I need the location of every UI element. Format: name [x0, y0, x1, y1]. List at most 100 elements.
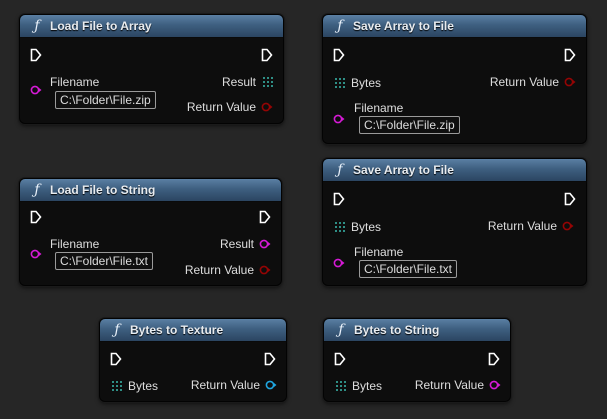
node-title: Bytes to String — [354, 323, 440, 337]
bytes-input-pin[interactable]: Bytes — [335, 220, 381, 234]
exec-in-pin[interactable] — [333, 192, 345, 206]
filename-input-pin[interactable] — [333, 114, 345, 124]
node-header[interactable]: ƒ Save Array to File — [323, 15, 586, 38]
exec-out-pin[interactable] — [261, 48, 273, 62]
function-icon: ƒ — [34, 182, 40, 198]
function-icon: ƒ — [114, 322, 120, 338]
exec-in-icon — [30, 48, 42, 62]
bytes-label: Bytes — [351, 76, 382, 90]
filename-field[interactable]: C:\Folder\File.zip — [359, 116, 460, 134]
exec-in-pin[interactable] — [30, 210, 42, 224]
filename-label: Filename — [50, 237, 100, 251]
filename-label: Filename — [354, 101, 404, 115]
exec-in-icon — [334, 352, 346, 366]
filename-input-pin[interactable] — [30, 249, 42, 259]
byte-array-pin-icon — [112, 381, 122, 391]
string-pin-icon — [30, 249, 42, 259]
node-header[interactable]: ƒ Load File to String — [20, 179, 281, 202]
string-pin-icon — [333, 258, 345, 268]
exec-in-pin[interactable] — [333, 48, 345, 62]
bool-pin-icon — [562, 221, 574, 231]
exec-out-icon — [261, 48, 273, 62]
node-bytes-to-string[interactable]: ƒ Bytes to String Bytes Return Value — [323, 318, 511, 402]
bool-pin-icon — [259, 265, 271, 275]
result-output-pin[interactable]: Result — [220, 237, 271, 251]
string-pin-icon — [30, 85, 42, 95]
exec-out-pin[interactable] — [264, 352, 276, 366]
bytes-input-pin[interactable]: Bytes — [336, 379, 382, 393]
exec-out-icon — [564, 48, 576, 62]
exec-out-pin[interactable] — [564, 192, 576, 206]
return-value-pin[interactable]: Return Value — [187, 100, 273, 114]
filename-field[interactable]: C:\Folder\File.txt — [55, 252, 154, 270]
bool-pin-icon — [261, 102, 273, 112]
return-value-pin[interactable]: Return Value — [488, 219, 574, 233]
exec-in-pin[interactable] — [110, 352, 122, 366]
bytes-label: Bytes — [352, 379, 383, 393]
exec-in-icon — [333, 48, 345, 62]
exec-out-pin[interactable] — [488, 352, 500, 366]
string-pin-icon — [259, 239, 271, 249]
byte-array-pin-icon — [263, 77, 273, 87]
node-header[interactable]: ƒ Save Array to File — [323, 159, 586, 182]
function-icon: ƒ — [337, 18, 343, 34]
exec-out-pin[interactable] — [259, 210, 271, 224]
function-icon: ƒ — [338, 322, 344, 338]
return-value-label: Return Value — [184, 263, 254, 277]
node-save-array-to-file-txt[interactable]: ƒ Save Array to File Bytes Return Value … — [322, 158, 587, 286]
exec-out-icon — [564, 192, 576, 206]
filename-input-pin[interactable] — [30, 85, 42, 95]
byte-array-pin-icon — [335, 78, 345, 88]
return-value-pin[interactable]: Return Value — [191, 378, 277, 392]
bytes-label: Bytes — [128, 379, 159, 393]
return-value-label: Return Value — [186, 100, 256, 114]
node-title: Save Array to File — [353, 163, 454, 177]
node-title: Load File to String — [50, 183, 156, 197]
exec-out-icon — [264, 352, 276, 366]
object-pin-icon — [265, 380, 277, 390]
byte-array-pin-icon — [335, 222, 345, 232]
node-header[interactable]: ƒ Load File to Array — [20, 15, 283, 38]
function-icon: ƒ — [337, 162, 343, 178]
result-label: Result — [221, 75, 256, 89]
return-value-pin[interactable]: Return Value — [490, 75, 576, 89]
exec-in-icon — [30, 210, 42, 224]
exec-in-pin[interactable] — [334, 352, 346, 366]
return-value-label: Return Value — [190, 378, 260, 392]
filename-label: Filename — [50, 75, 100, 89]
exec-out-pin[interactable] — [564, 48, 576, 62]
return-value-pin[interactable]: Return Value — [415, 378, 501, 392]
node-save-array-to-file-zip[interactable]: ƒ Save Array to File Bytes Return Value … — [322, 14, 587, 144]
exec-out-icon — [259, 210, 271, 224]
filename-input-pin[interactable] — [333, 258, 345, 268]
node-header[interactable]: ƒ Bytes to String — [324, 319, 510, 342]
exec-in-icon — [333, 192, 345, 206]
bool-pin-icon — [564, 77, 576, 87]
bytes-input-pin[interactable]: Bytes — [112, 379, 158, 393]
bytes-input-pin[interactable]: Bytes — [335, 76, 381, 90]
filename-field[interactable]: C:\Folder\File.txt — [359, 260, 458, 278]
node-title: Bytes to Texture — [130, 323, 224, 337]
exec-in-icon — [110, 352, 122, 366]
byte-array-pin-icon — [336, 381, 346, 391]
node-load-file-to-array[interactable]: ƒ Load File to Array Filename C:\Folder\… — [19, 14, 284, 124]
filename-field[interactable]: C:\Folder\File.zip — [55, 91, 156, 109]
bytes-label: Bytes — [351, 220, 382, 234]
return-value-label: Return Value — [489, 75, 559, 89]
string-pin-icon — [489, 380, 501, 390]
return-value-label: Return Value — [414, 378, 484, 392]
result-label: Result — [219, 237, 254, 251]
result-output-pin[interactable]: Result — [222, 75, 273, 89]
return-value-label: Return Value — [487, 219, 557, 233]
exec-in-pin[interactable] — [30, 48, 42, 62]
node-header[interactable]: ƒ Bytes to Texture — [100, 319, 286, 342]
exec-out-icon — [488, 352, 500, 366]
string-pin-icon — [333, 114, 345, 124]
function-icon: ƒ — [34, 18, 40, 34]
node-title: Load File to Array — [50, 19, 152, 33]
node-bytes-to-texture[interactable]: ƒ Bytes to Texture Bytes Return Value — [99, 318, 287, 402]
filename-label: Filename — [354, 245, 404, 259]
node-title: Save Array to File — [353, 19, 454, 33]
node-load-file-to-string[interactable]: ƒ Load File to String Filename C:\Folder… — [19, 178, 282, 286]
return-value-pin[interactable]: Return Value — [185, 263, 271, 277]
